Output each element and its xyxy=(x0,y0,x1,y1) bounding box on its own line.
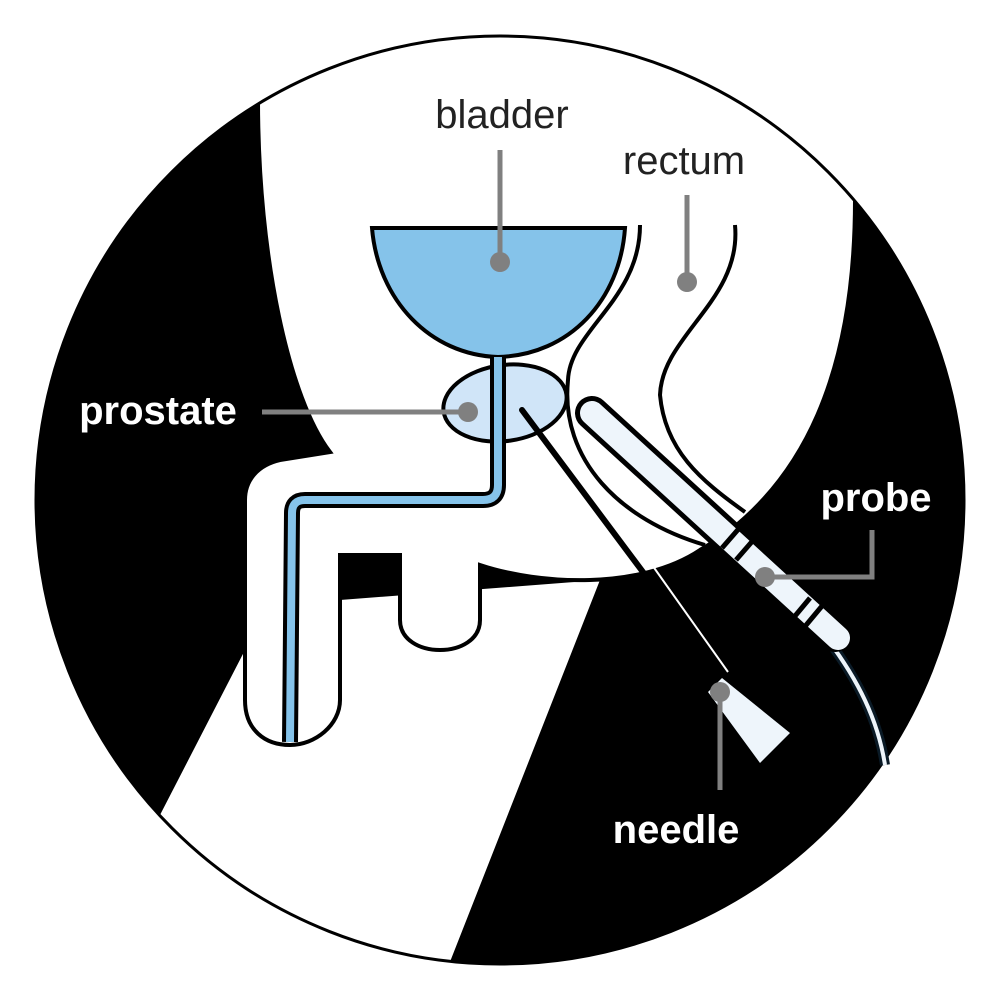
needle-hub xyxy=(708,678,790,763)
probe-label: probe xyxy=(820,476,931,520)
probe-cable xyxy=(826,638,887,766)
probe-band-2 xyxy=(734,535,758,562)
rectum-wall-inner xyxy=(657,224,747,514)
probe-pointer xyxy=(765,530,875,580)
needle-label: needle xyxy=(613,808,740,852)
circle-outline xyxy=(34,34,966,966)
needle-shaft xyxy=(519,407,728,685)
rectum-label: rectum xyxy=(623,139,745,183)
bladder-label: bladder xyxy=(435,93,568,137)
urethra xyxy=(286,357,502,743)
probe-band-4 xyxy=(800,604,824,632)
probe xyxy=(580,401,850,650)
probe-band-1 xyxy=(720,523,744,550)
probe-band-3 xyxy=(788,596,812,624)
rectum-wall-outer xyxy=(565,224,706,547)
rectum-pointer-dot xyxy=(677,272,697,292)
prostate-label: prostate xyxy=(79,389,237,433)
needle-pointer-dot xyxy=(710,682,730,702)
probe-pointer-dot xyxy=(755,567,775,587)
bladder-pointer-dot xyxy=(490,252,510,272)
prostate-pointer-dot xyxy=(458,402,478,422)
needle-tip-highlight xyxy=(644,554,729,673)
